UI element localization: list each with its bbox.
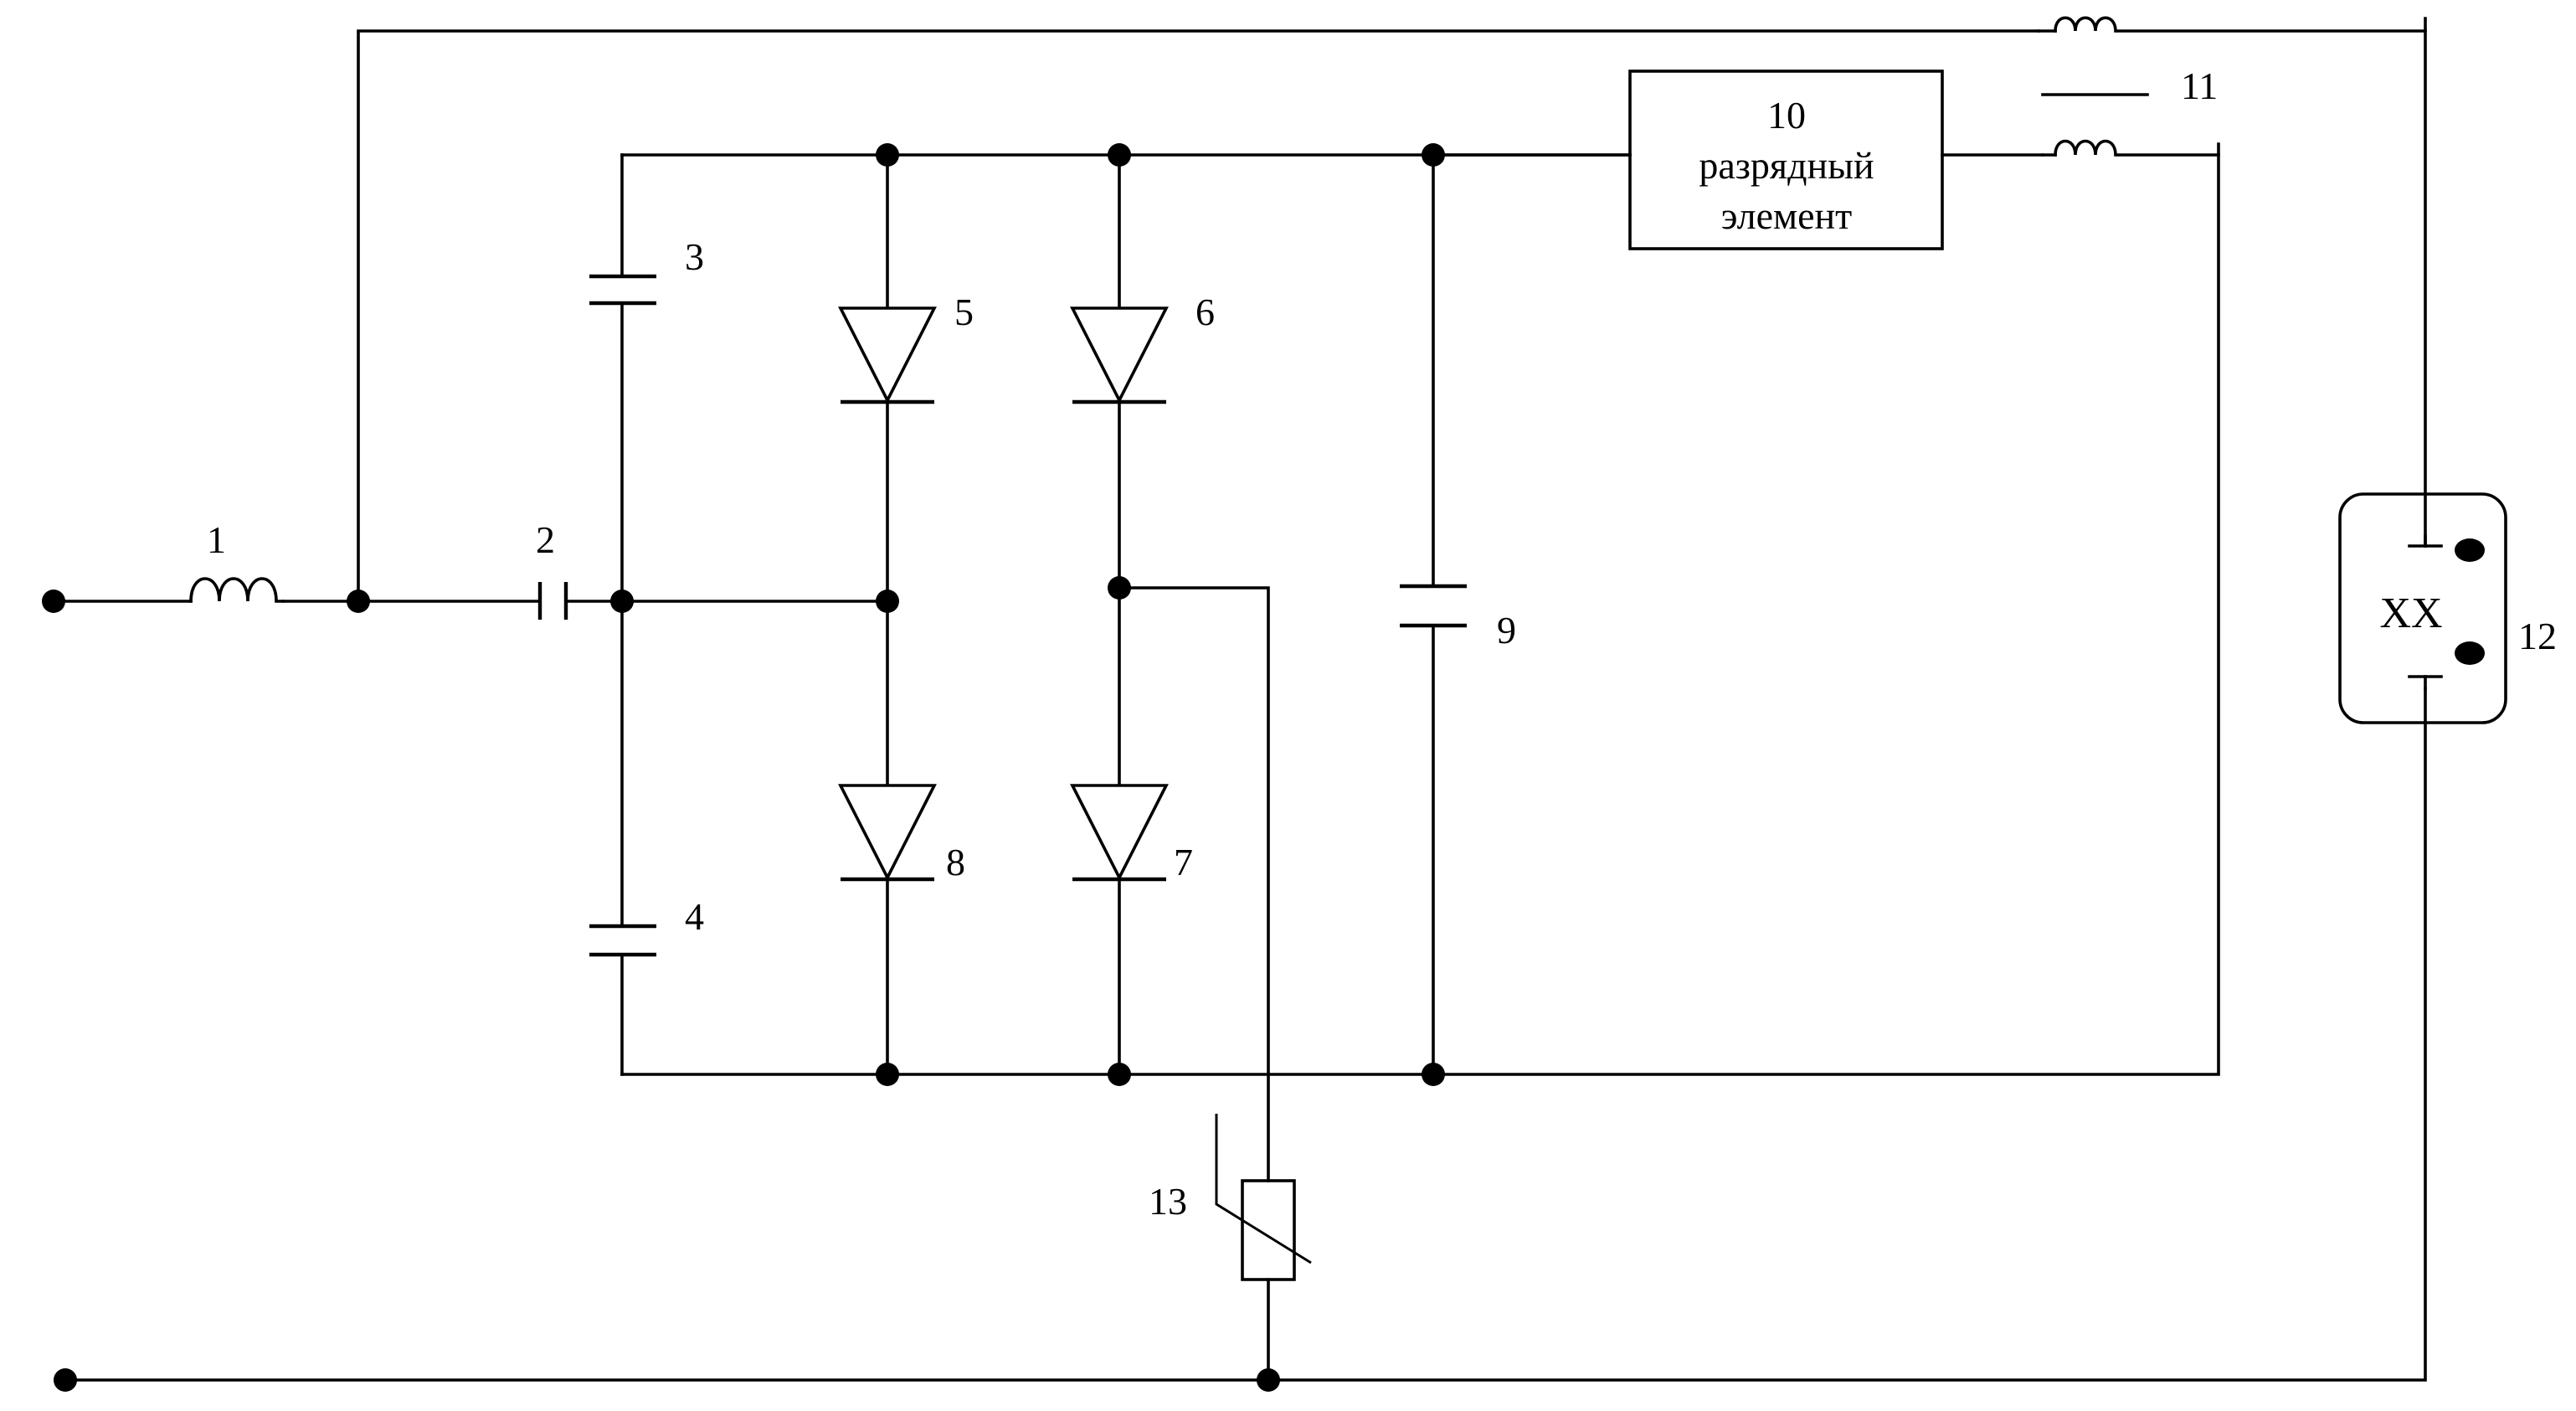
socket-12: XX (2340, 494, 2506, 723)
label-2: 2 (536, 518, 555, 561)
inductor-1 (191, 579, 283, 601)
label-11: 11 (2181, 64, 2218, 107)
capacitor-4 (589, 926, 656, 955)
label-4: 4 (685, 895, 704, 938)
discharge-element-line1: разрядный (1699, 144, 1874, 187)
label-3: 3 (685, 235, 704, 278)
diode-5 (841, 308, 934, 402)
capacitor-9 (1400, 586, 1467, 626)
diode-6 (1072, 308, 1166, 402)
diode-7 (1072, 785, 1166, 879)
label-1: 1 (207, 518, 226, 561)
component-labels: 1 2 3 4 5 6 7 8 9 11 12 13 (207, 64, 2557, 1223)
label-5: 5 (954, 291, 974, 333)
discharge-element-10: 10 разрядный элемент (1433, 71, 1942, 249)
junction-dots (42, 143, 1445, 1392)
capacitor-2 (540, 582, 566, 620)
label-9: 9 (1497, 609, 1516, 651)
label-6: 6 (1195, 291, 1215, 333)
diode-8 (841, 785, 934, 879)
discharge-element-number: 10 (1767, 94, 1806, 136)
label-7: 7 (1174, 841, 1193, 883)
label-13: 13 (1149, 1180, 1187, 1223)
wires (54, 18, 2425, 1380)
socket-text: XX (2379, 590, 2442, 637)
transformer-11 (2039, 18, 2147, 155)
label-12: 12 (2518, 615, 2557, 657)
label-8: 8 (946, 841, 965, 883)
capacitor-3 (589, 276, 656, 303)
discharge-element-line2: элемент (1721, 194, 1853, 237)
varistor-13 (1216, 1114, 1311, 1280)
